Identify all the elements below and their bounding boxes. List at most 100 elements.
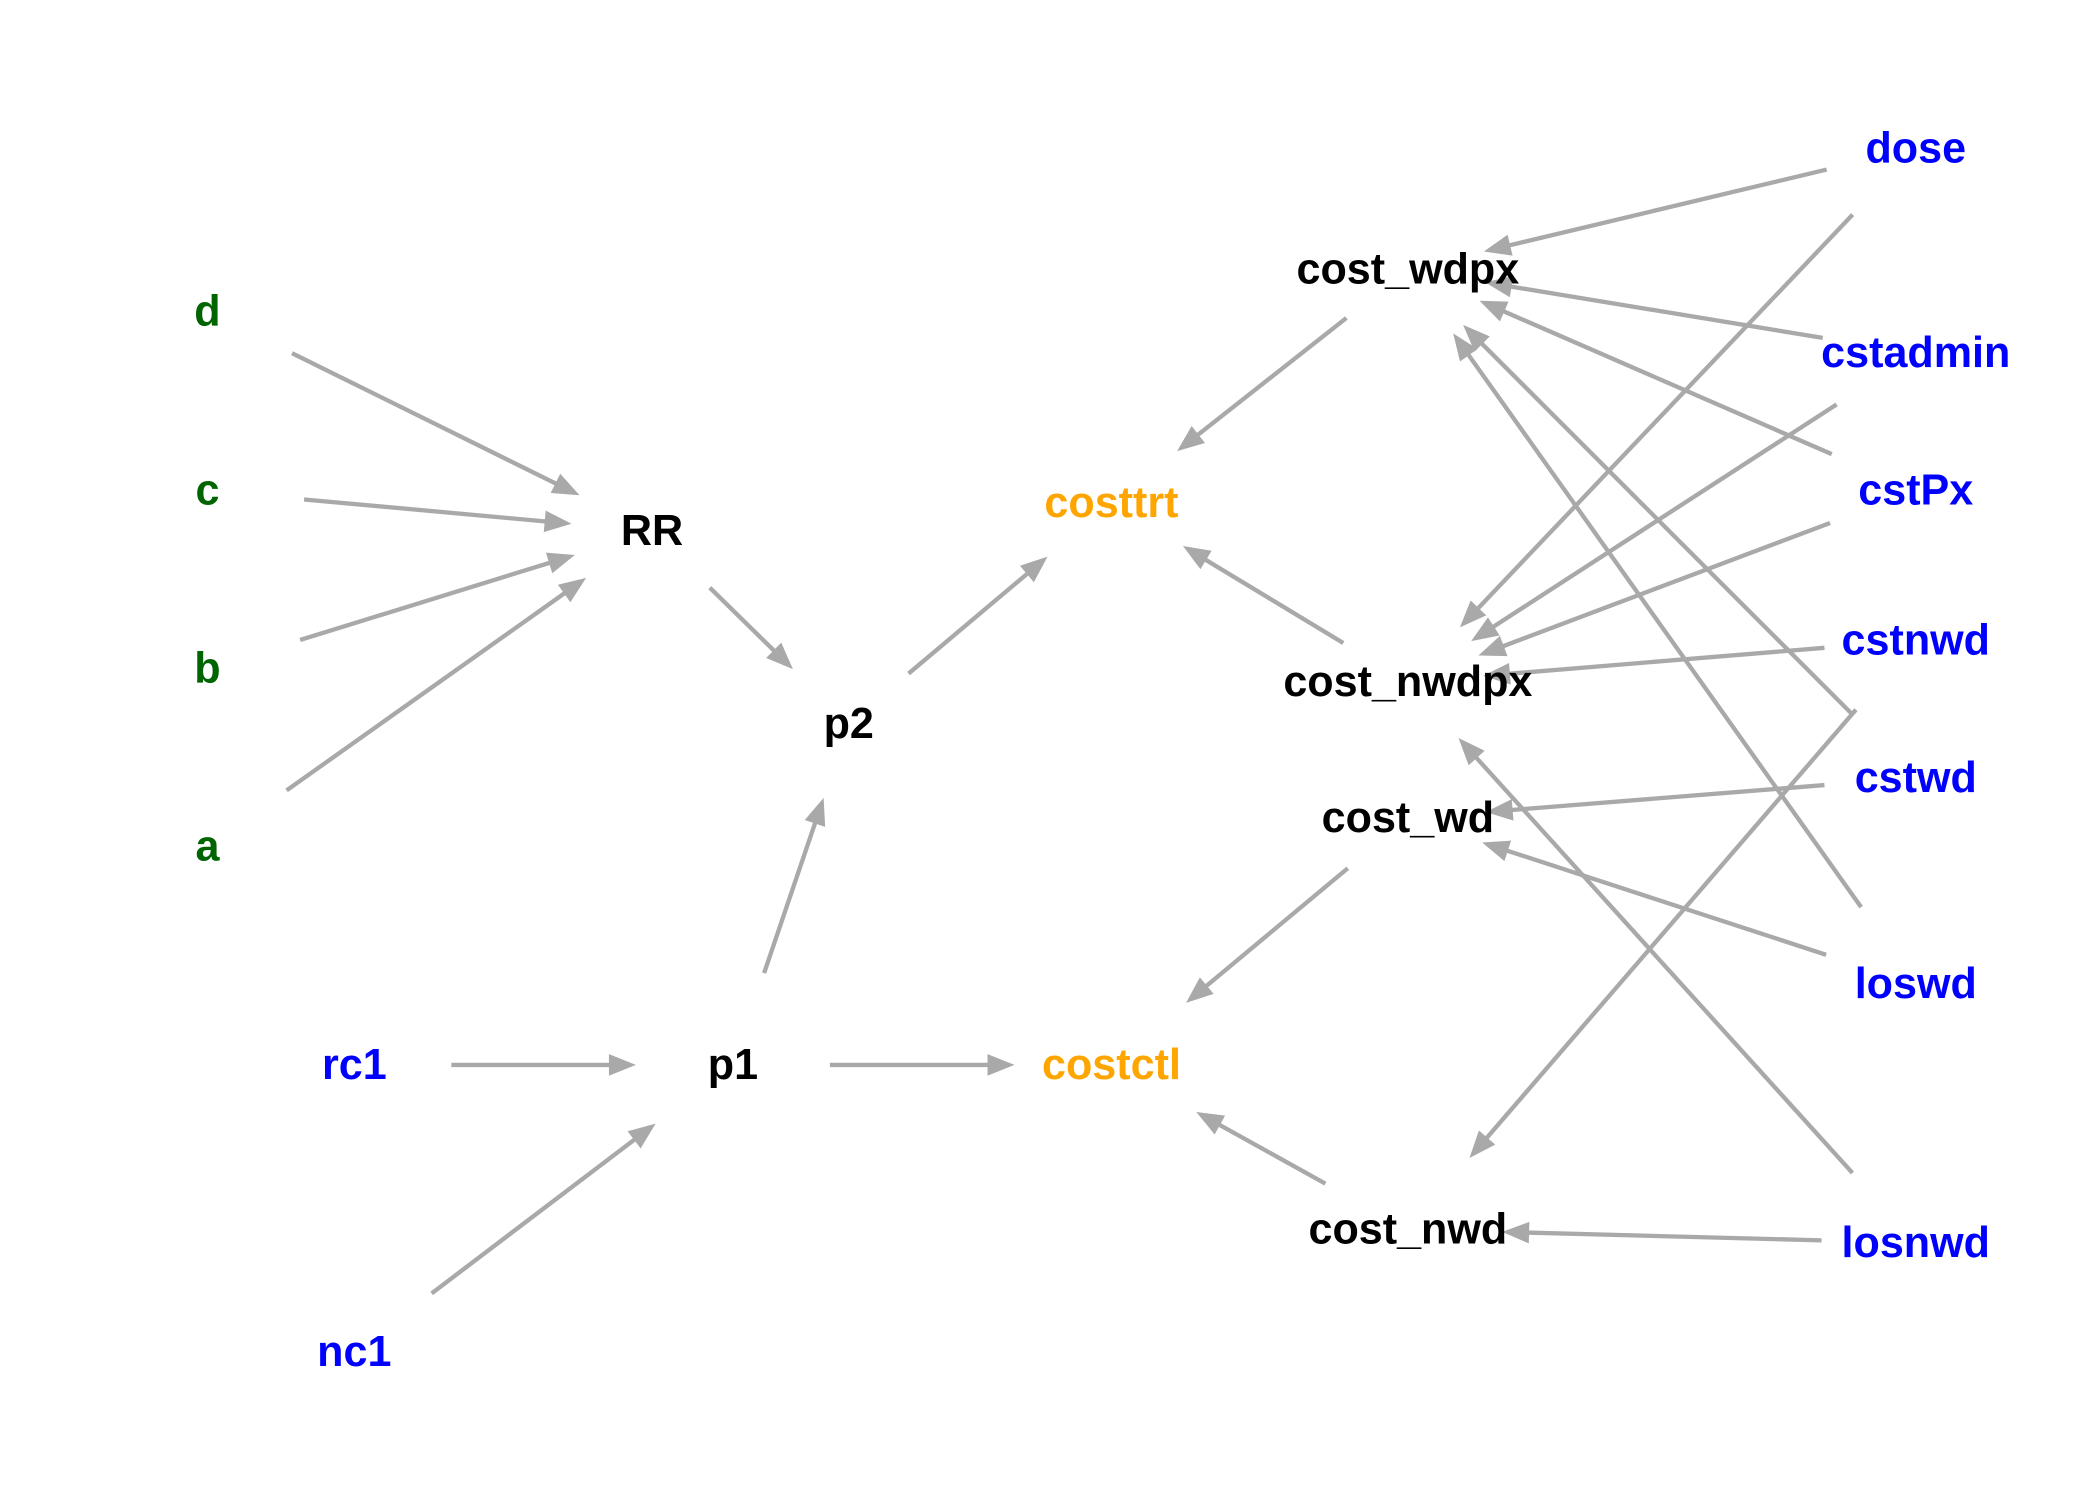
- edge-p1-to-p2: [762, 797, 826, 974]
- node-losnwd: losnwd: [1842, 1219, 1990, 1267]
- arrowhead-icon: [1459, 600, 1487, 628]
- edge-line: [1490, 402, 1838, 630]
- edge-RR-to-p2: [708, 586, 793, 670]
- edge-line: [430, 1136, 638, 1296]
- node-cstnwd: cstnwd: [1842, 616, 1990, 664]
- arrowhead-icon: [1502, 1221, 1530, 1244]
- edge-cstwd-to-cost_wdpx: [1463, 324, 1853, 715]
- arrowhead-icon: [804, 797, 826, 827]
- edge-line: [1508, 284, 1824, 340]
- edge-line: [1507, 645, 1825, 677]
- edge-loswd-to-cost_wdpx: [1453, 333, 1863, 909]
- arrowhead-icon: [1186, 977, 1214, 1003]
- node-RR: RR: [621, 507, 683, 555]
- edge-line: [1526, 1230, 1822, 1243]
- arrowhead-icon: [1478, 635, 1508, 657]
- edge-line: [1473, 754, 1855, 1175]
- arrowhead-icon: [1483, 662, 1511, 685]
- arrowhead-icon: [1484, 276, 1514, 298]
- node-cstPx: cstPx: [1858, 467, 1973, 515]
- arrowhead-icon: [987, 1054, 1015, 1076]
- node-costctl: costctl: [1042, 1041, 1181, 1089]
- arrowhead-icon: [557, 577, 587, 603]
- edge-cstPx-to-cost_nwdpx: [1478, 520, 1831, 657]
- edge-cstadmin-to-cost_wdpx: [1484, 276, 1824, 340]
- edge-b-to-RR: [299, 552, 575, 643]
- edge-p1-to-costctl: [829, 1054, 1015, 1076]
- edge-line: [285, 590, 568, 793]
- edge-cost_wd-to-costctl: [1186, 866, 1350, 1003]
- edge-cost_wdpx-to-costtrt: [1177, 316, 1348, 452]
- node-nc1: nc1: [317, 1328, 391, 1376]
- node-cost_nwd: cost_nwd: [1308, 1205, 1507, 1253]
- node-cstwd: cstwd: [1855, 754, 1977, 802]
- edge-c-to-RR: [303, 497, 572, 533]
- edge-cost_nwd-to-costctl: [1196, 1112, 1327, 1186]
- edges-layer: [285, 167, 1863, 1296]
- edge-cstPx-to-cost_wdpx: [1479, 300, 1833, 457]
- edge-line: [1509, 782, 1825, 813]
- arrowhead-icon: [1463, 324, 1490, 352]
- edge-line: [303, 497, 548, 524]
- arrowhead-icon: [1458, 738, 1485, 766]
- node-d: d: [194, 287, 220, 335]
- arrowhead-icon: [1483, 234, 1513, 256]
- edge-d-to-RR: [291, 351, 580, 496]
- edge-line: [291, 351, 559, 487]
- arrowhead-icon: [1469, 1130, 1496, 1158]
- edge-line: [708, 586, 778, 654]
- edge-line: [1500, 308, 1833, 457]
- node-loswd: loswd: [1855, 960, 1977, 1008]
- node-dose: dose: [1865, 124, 1966, 172]
- node-cost_nwdpx: cost_nwdpx: [1283, 658, 1532, 706]
- arrowhead-icon: [1019, 556, 1048, 583]
- edge-line: [1194, 316, 1348, 438]
- arrowhead-icon: [1471, 617, 1500, 642]
- arrowhead-icon: [1196, 1112, 1226, 1135]
- edge-losnwd-to-cost_nwdpx: [1458, 738, 1855, 1175]
- arrowhead-icon: [550, 473, 580, 496]
- node-cstadmin: cstadmin: [1821, 329, 2010, 377]
- edge-cstnwd-to-cost_nwd: [1469, 708, 1858, 1158]
- arrowhead-icon: [1453, 333, 1478, 362]
- edge-line: [1203, 866, 1350, 990]
- arrowhead-icon: [545, 552, 575, 574]
- node-p2: p2: [824, 700, 874, 748]
- arrowhead-icon: [1482, 840, 1512, 862]
- arrowhead-icon: [1182, 546, 1212, 570]
- nodes-layer: d c b a RR p2 p1 rc1 nc1 costtrt costctl cost_wdpxc…: [194, 124, 2010, 1376]
- arrowhead-icon: [627, 1123, 656, 1149]
- edge-cost_nwdpx-to-costtrt: [1182, 546, 1345, 645]
- arrowhead-icon: [1177, 426, 1205, 452]
- edge-line: [1500, 520, 1831, 649]
- edge-line: [1216, 1121, 1327, 1186]
- edge-a-to-RR: [285, 577, 587, 793]
- edge-cstwd-to-cost_wd: [1485, 782, 1825, 821]
- edge-dose-to-cost_wdpx: [1483, 167, 1828, 256]
- arrowhead-icon: [543, 510, 572, 533]
- arrowhead-icon: [608, 1054, 636, 1076]
- edge-rc1-to-p1: [451, 1054, 636, 1076]
- edge-line: [1504, 847, 1827, 957]
- edge-cstadmin-to-cost_nwdpx: [1471, 402, 1838, 642]
- edge-cstnwd-to-cost_nwdpx: [1483, 645, 1825, 685]
- node-cost_wd: cost_wd: [1322, 794, 1494, 842]
- edge-p2-to-costtrt: [907, 556, 1048, 676]
- node-p1: p1: [708, 1041, 758, 1089]
- edge-dose-to-cost_nwdpx: [1459, 213, 1855, 628]
- edge-line: [1478, 340, 1853, 715]
- node-cost_wdpx: cost_wdpx: [1296, 246, 1519, 294]
- edge-line: [762, 820, 818, 974]
- node-b: b: [194, 645, 220, 693]
- node-costtrt: costtrt: [1044, 479, 1178, 527]
- node-rc1: rc1: [322, 1041, 387, 1089]
- edge-line: [907, 570, 1031, 676]
- edge-line: [1483, 708, 1858, 1141]
- node-a: a: [195, 823, 220, 871]
- edge-loswd-to-cost_wd: [1482, 840, 1827, 957]
- edge-line: [299, 560, 553, 643]
- edge-line: [1465, 351, 1863, 909]
- edge-line: [1506, 167, 1828, 248]
- arrowhead-icon: [1485, 799, 1514, 821]
- node-c: c: [195, 467, 219, 515]
